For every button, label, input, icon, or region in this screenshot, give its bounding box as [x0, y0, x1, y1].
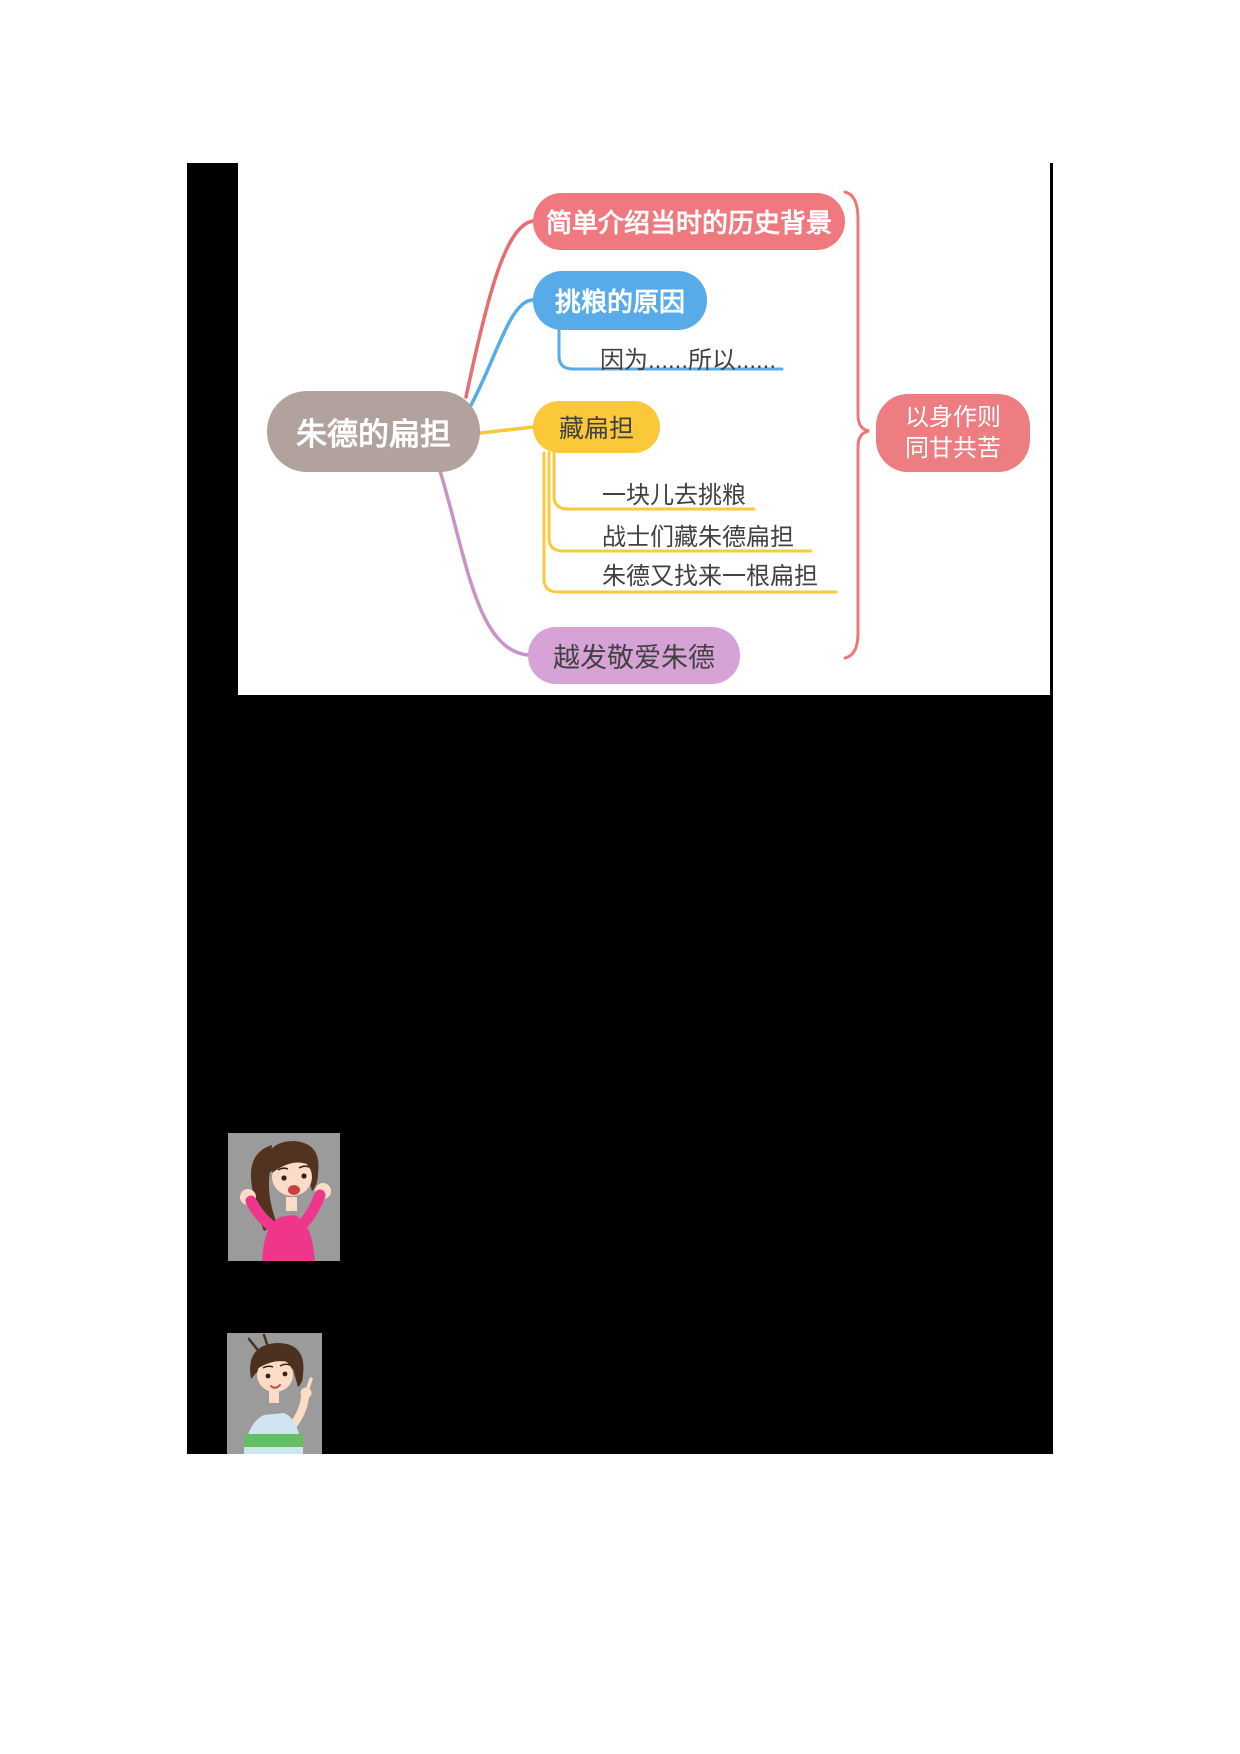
mindmap-subitem-carry-together: 一块儿去挑粮 [602, 482, 746, 509]
summary-line-2: 同甘共苦 [905, 435, 1001, 462]
girl-character-image [228, 1133, 340, 1261]
mindmap-center-node: 朱德的扁担 [267, 391, 480, 472]
boy-illustration [227, 1333, 322, 1454]
summary-brace [843, 190, 870, 660]
subline-hide-1 [552, 451, 756, 511]
mindmap-connector-lines [438, 190, 870, 660]
mindmap-node-respect: 越发敬爱朱德 [528, 627, 740, 684]
branch-line-respect [438, 469, 530, 657]
branch-line-history [464, 219, 535, 399]
mindmap-node-hide-pole: 藏扁担 [533, 401, 660, 453]
subline-hide-2 [547, 451, 813, 553]
mindmap-panel: 朱德的扁担 简单介绍当时的历史背景 挑粮的原因 因为......所以......… [238, 163, 1050, 695]
girl-illustration [228, 1133, 340, 1261]
mindmap-subitem-soldiers-hide: 战士们藏朱德扁担 [602, 524, 794, 551]
mindmap-node-history: 简单介绍当时的历史背景 [533, 193, 845, 250]
mindmap-subitem-reason-detail: 因为......所以...... [600, 347, 777, 374]
mindmap-summary-node: 以身作则 同甘共苦 [876, 394, 1030, 472]
branch-line-reason [469, 298, 535, 407]
summary-line-1: 以身作则 [905, 404, 1001, 431]
mindmap-subitem-find-new-pole: 朱德又找来一根扁担 [602, 563, 818, 590]
boy-character-image [227, 1333, 322, 1454]
subline-reason-1 [557, 328, 784, 371]
subline-hide-3 [542, 451, 838, 594]
branch-line-hide [478, 425, 535, 435]
mindmap-node-reason: 挑粮的原因 [533, 271, 707, 330]
